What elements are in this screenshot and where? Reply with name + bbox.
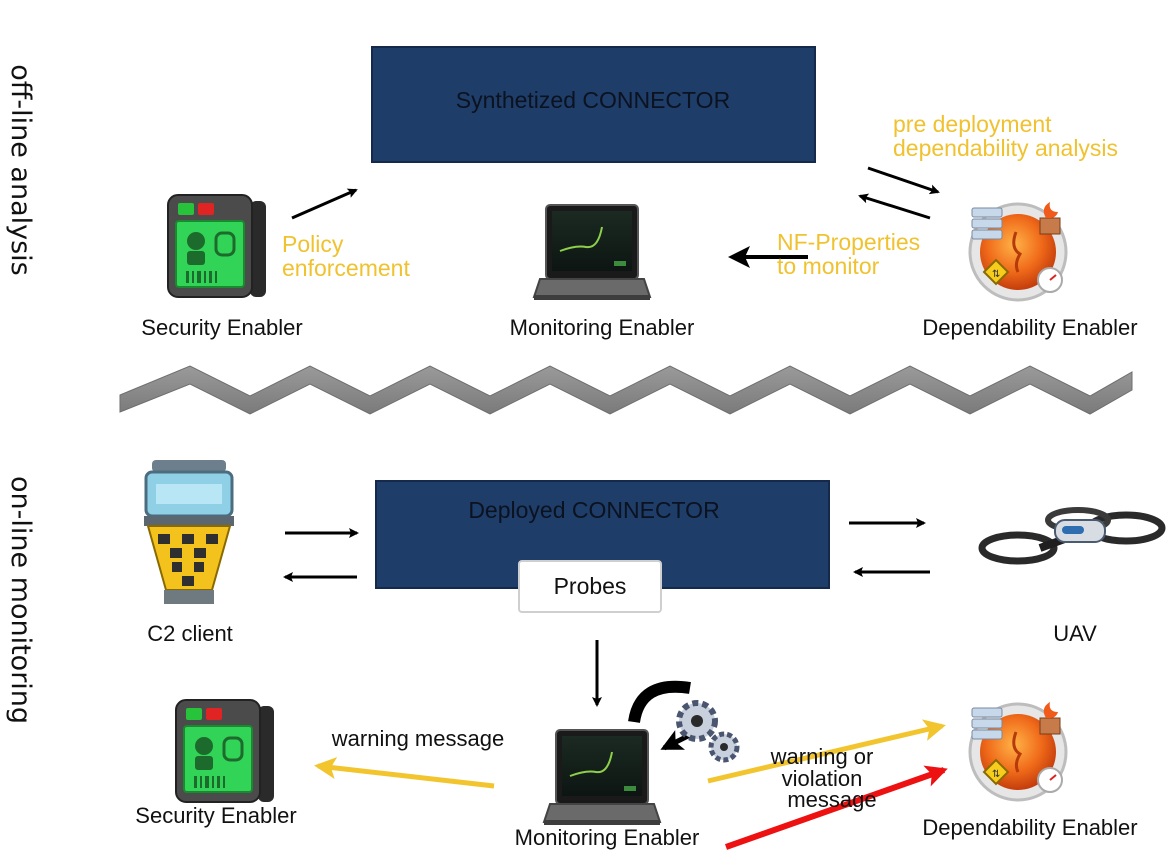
online-dependability-enabler-label: Dependability Enabler — [922, 815, 1137, 840]
nf-label-line2: to monitor — [777, 253, 880, 279]
offline-monitoring-enabler-label: Monitoring Enabler — [510, 315, 695, 340]
online-dependability-shield-icon — [968, 700, 1068, 802]
gears-icon — [676, 700, 740, 763]
policy-label-line1: Policy — [282, 231, 344, 257]
synthetized-connector-label: Synthetized CONNECTOR — [456, 87, 730, 113]
warning-to-dependability-arrow — [707, 719, 946, 784]
monitor-laptop-icon — [533, 204, 651, 301]
gears-to-monitor-arrow — [660, 730, 692, 751]
policy-arrow — [291, 188, 358, 220]
violation-label-line3: message — [787, 787, 876, 812]
warning-message-label: warning message — [331, 726, 504, 751]
violation-label-line2: violation — [782, 766, 863, 791]
predeploy-label-line2: dependability analysis — [893, 135, 1118, 161]
synthetized-connector-box: Synthetized CONNECTOR — [371, 46, 816, 163]
online-monitoring-enabler-label: Monitoring Enabler — [515, 825, 700, 850]
offline-phase-label: off-line analysis — [5, 64, 36, 276]
violation-to-dependability-arrow — [725, 765, 948, 850]
control-tower-icon — [144, 460, 234, 604]
security-terminal-icon — [166, 193, 268, 299]
online-security-enabler-label: Security Enabler — [135, 803, 296, 828]
probes-label: Probes — [554, 573, 627, 599]
c2-client-label: C2 client — [147, 621, 233, 646]
predeploy-arrow-left — [858, 193, 931, 220]
warning-message-arrow — [314, 757, 495, 789]
feedback-curve — [628, 680, 691, 724]
phase-separator-wave — [119, 365, 1133, 415]
online-security-terminal-icon — [174, 698, 276, 804]
predeploy-label-line1: pre deployment — [893, 111, 1052, 137]
dependability-shield-icon — [968, 200, 1068, 302]
offline-dependability-enabler-label: Dependability Enabler — [922, 315, 1137, 340]
violation-label-line1: warning or — [770, 744, 874, 769]
drone-icon — [978, 507, 1166, 565]
offline-security-enabler-label: Security Enabler — [141, 315, 302, 340]
probes-box: Probes — [518, 560, 662, 613]
online-monitor-laptop-icon — [543, 729, 661, 826]
deployed-connector-label: Deployed CONNECTOR — [468, 497, 719, 523]
online-phase-label: on-line monitoring — [5, 476, 36, 724]
uav-label: UAV — [1053, 621, 1097, 646]
predeploy-arrow-right — [867, 166, 940, 195]
nf-label-line1: NF-Properties — [777, 229, 920, 255]
policy-label-line2: enforcement — [282, 255, 410, 281]
